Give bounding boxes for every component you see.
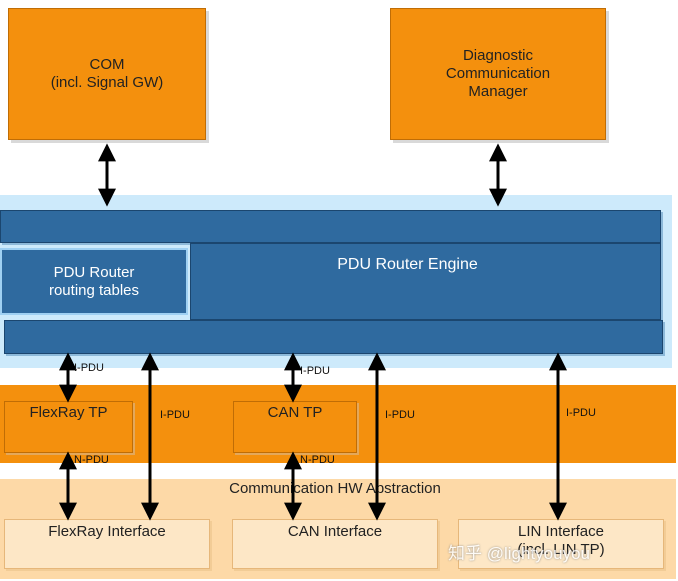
can-interface-box: CAN Interface [232,519,438,569]
dcm-module: Diagnostic Communication Manager [390,8,606,140]
pdu-router-bottom-bar [4,320,663,354]
ipdu-label-can-if: I-PDU [385,409,415,421]
pdu-router-engine [190,243,661,320]
watermark: 知乎 @lightyouyou [448,544,590,563]
com-module-label: COM (incl. Signal GW) [50,56,164,91]
ipdu-label-lin-if: I-PDU [566,407,596,419]
lin-interface-label: LIN Interface (incl. LIN TP) [517,523,605,558]
pdu-router-routing-tables: PDU Router routing tables [0,248,188,315]
pdu-router-engine-label: PDU Router Engine [337,256,478,274]
ipdu-label-flexray-if: I-PDU [160,409,190,421]
routing-tables-label: PDU Router routing tables [48,263,140,299]
ipdu-label-can-tp: I-PDU [300,365,330,377]
dcm-module-label: Diagnostic Communication Manager [445,47,551,100]
flexray-tp-box: FlexRay TP [4,401,133,453]
npdu-label-flexray: N-PDU [74,454,109,466]
can-tp-box: CAN TP [233,401,357,453]
com-module: COM (incl. Signal GW) [8,8,206,140]
ipdu-label-flexray-tp: I-PDU [74,362,104,374]
lin-interface-box: LIN Interface (incl. LIN TP) [458,519,664,569]
flexray-interface-box: FlexRay Interface [4,519,210,569]
pdu-router-top-bar [0,210,661,243]
npdu-label-can: N-PDU [300,454,335,466]
